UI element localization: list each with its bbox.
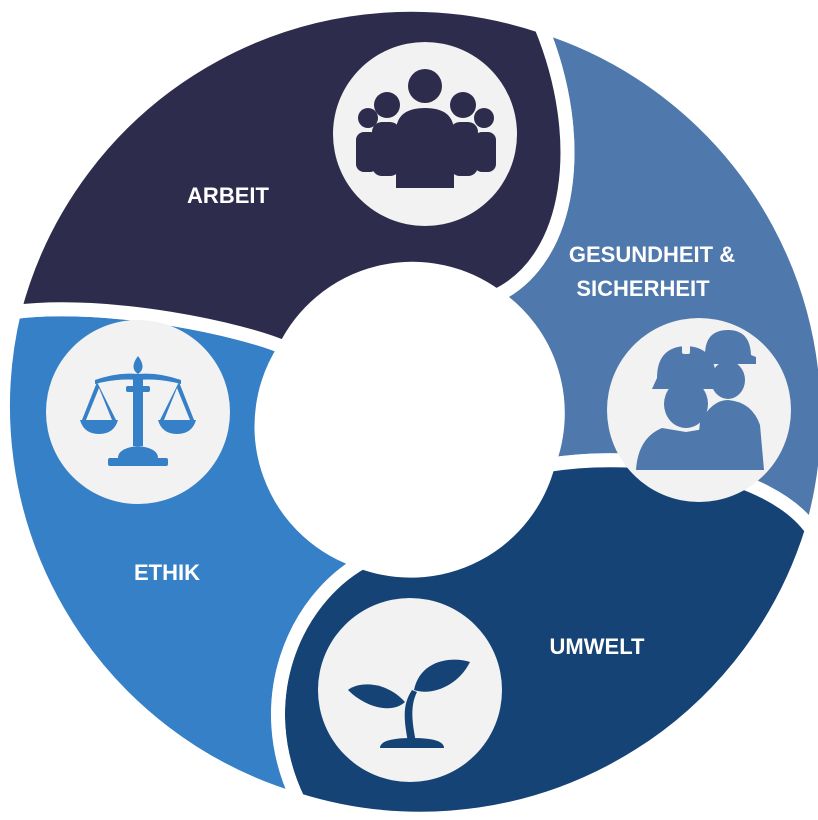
scales-of-justice-icon <box>80 356 196 466</box>
label-gesundheit-line-1: GESUNDHEIT & <box>569 242 735 267</box>
label-gesundheit-line-2: SICHERHEIT <box>576 276 710 301</box>
plant-sprout-icon <box>348 659 470 748</box>
label-umwelt: UMWELT <box>550 634 645 659</box>
icon-circle-umwelt <box>318 598 502 782</box>
hard-hat-workers-icon <box>636 330 764 470</box>
center-circle <box>276 276 560 560</box>
label-arbeit: ARBEIT <box>187 183 269 208</box>
label-ethik: ETHIK <box>134 560 200 585</box>
people-group-icon <box>356 69 496 188</box>
